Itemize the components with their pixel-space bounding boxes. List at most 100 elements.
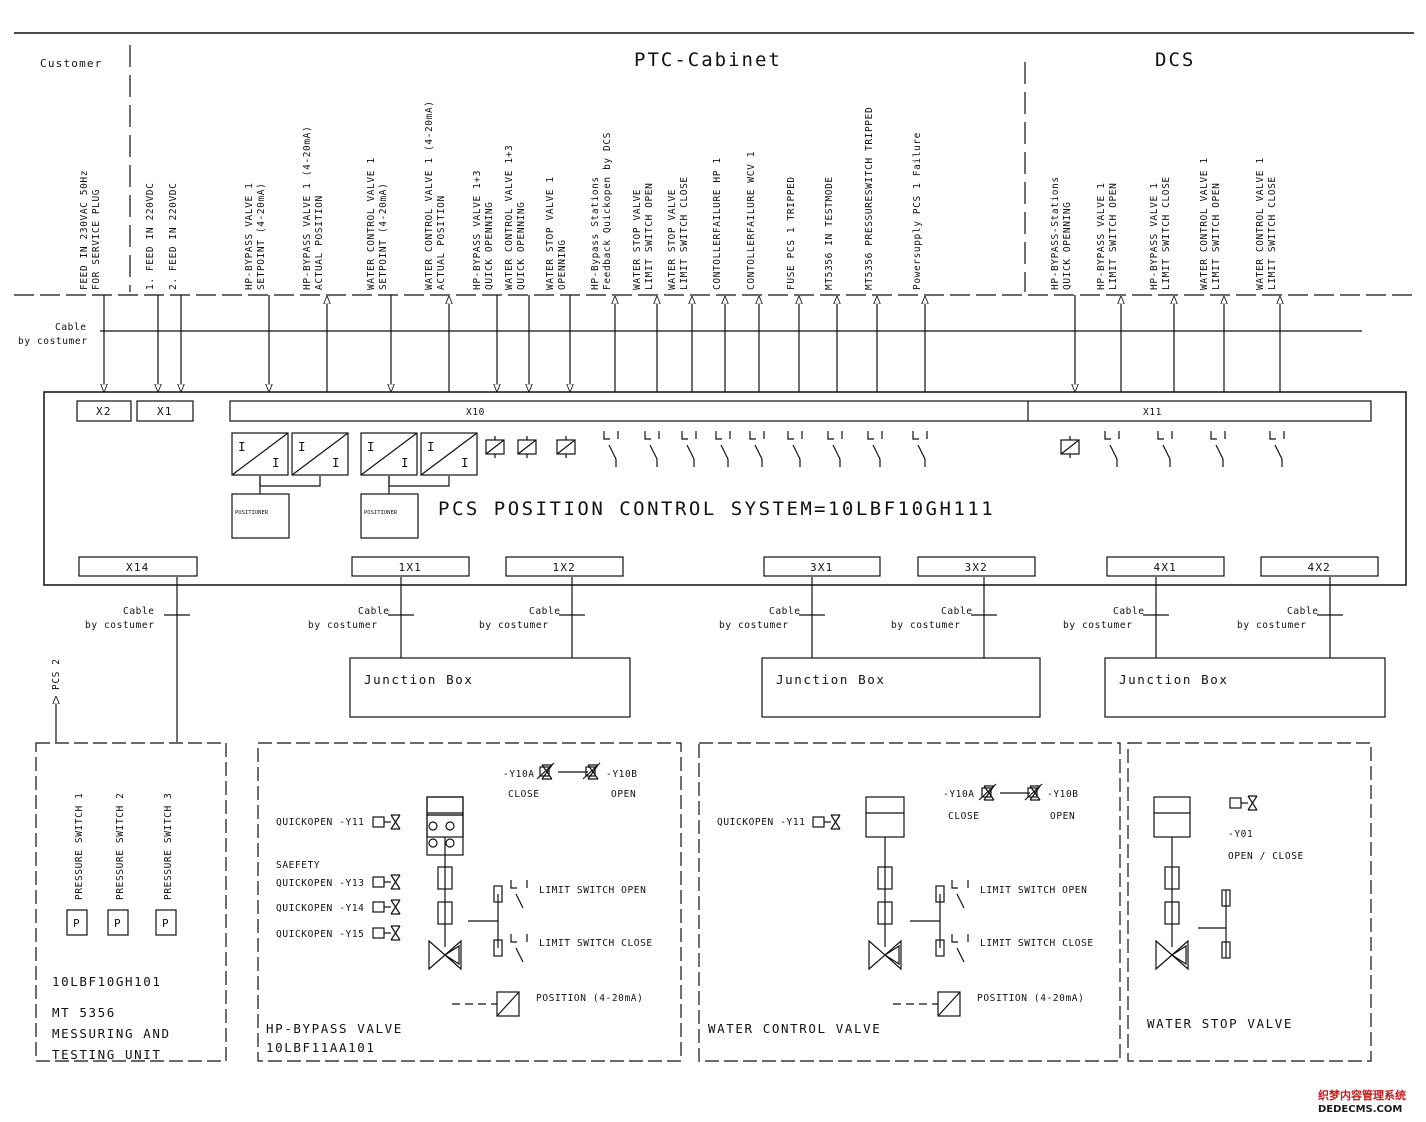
limit-sensor bbox=[935, 939, 945, 957]
converter-box bbox=[420, 432, 478, 476]
valve-drawing-group bbox=[372, 762, 1258, 1017]
pressure-switch-symbol: P bbox=[114, 917, 122, 930]
cable-label: by costumer bbox=[479, 620, 549, 631]
pcs-title: PCS POSITION CONTROL SYSTEM bbox=[438, 498, 814, 520]
signal-label: FOR SERVICE PLUG bbox=[91, 189, 102, 290]
contact-blade bbox=[872, 444, 881, 460]
valve-small-icon bbox=[541, 764, 553, 780]
bottom-terminal-group: X14 1X1 1X2 3X1 3X2 4X1 4X2 bbox=[78, 556, 1379, 577]
valve-body-icon bbox=[1155, 939, 1189, 971]
hp-ls-open: LIMIT SWITCH OPEN bbox=[539, 885, 646, 896]
signal-label: LIMIT SWITCH CLOSE bbox=[1267, 176, 1278, 290]
signal-label: ACTUAL POSITION bbox=[314, 195, 325, 290]
junction-box bbox=[1104, 657, 1386, 718]
limit-contact bbox=[510, 880, 517, 889]
signal-label: HP-BYPASS VALVE 1 bbox=[244, 183, 255, 290]
signal-label: MT5356 IN TESTMODE bbox=[824, 176, 835, 290]
pressure-switch-label: PRESSURE SWITCH 1 bbox=[74, 793, 85, 900]
contact-terminal bbox=[749, 431, 756, 440]
mt-unit-tag: 10LBF10GH101 bbox=[52, 974, 162, 989]
hp-cylinder-port bbox=[428, 821, 438, 831]
positioner-2 bbox=[360, 493, 419, 539]
wsv-limit-sensor bbox=[1221, 941, 1231, 959]
signal-label: 2. FEED IN 220VDC bbox=[168, 183, 179, 290]
bottom-terminal-label: 3X1 bbox=[810, 561, 833, 574]
solenoid-y14 bbox=[372, 901, 385, 913]
bottom-terminal-label: X14 bbox=[126, 561, 149, 574]
valve-actuator-triangle bbox=[1170, 944, 1187, 966]
valve-small-icon bbox=[1029, 785, 1041, 801]
contact-blade bbox=[1215, 444, 1224, 460]
limit-sensor bbox=[493, 885, 503, 903]
junction-box-label: Junction Box bbox=[1119, 672, 1229, 687]
hp-y10b: -Y10B bbox=[606, 769, 638, 780]
signal-label: LIMIT SWITCH CLOSE bbox=[1161, 176, 1172, 290]
stem-coupling bbox=[437, 901, 453, 925]
bottom-terminal-label: 3X2 bbox=[965, 561, 988, 574]
bottom-terminal bbox=[1106, 556, 1225, 577]
hp-bypass-unit-box bbox=[257, 742, 682, 1062]
valve-small-icon bbox=[390, 925, 401, 941]
converter-label: I bbox=[238, 439, 247, 454]
signal-label: FUSE PCS 1 TRIPPED bbox=[786, 176, 797, 290]
contact-terminal bbox=[1269, 431, 1276, 440]
signal-label: WATER CONTROL VALVE 1 (4-20mA) bbox=[424, 100, 435, 290]
cable-label: Cable bbox=[1113, 606, 1145, 617]
contact-blade bbox=[686, 444, 695, 460]
limit-contact bbox=[951, 880, 958, 889]
bottom-terminal-label: 4X1 bbox=[1154, 561, 1177, 574]
positioner-2-label: POSITIONER bbox=[364, 510, 398, 516]
signal-label: WATER STOP VALVE bbox=[667, 189, 678, 290]
pressure-switch-label: PRESSURE SWITCH 2 bbox=[115, 793, 126, 900]
cable-label: Cable bbox=[529, 606, 561, 617]
solenoid-y11 bbox=[812, 816, 825, 828]
bottom-terminal-label: 1X1 bbox=[399, 561, 422, 574]
converter-diagonal bbox=[291, 432, 349, 476]
hp-qo-y13: QUICKOPEN -Y13 bbox=[276, 878, 364, 889]
actuator-body bbox=[865, 796, 905, 838]
stem-coupling bbox=[437, 866, 453, 890]
signal-label: HP-BYPASS-Stations bbox=[1050, 176, 1061, 290]
wcv-y10b: -Y10B bbox=[1047, 789, 1079, 800]
signal-label: SETPOINT (4-20mA) bbox=[378, 183, 389, 290]
contact-blade bbox=[720, 444, 729, 460]
relay-coil-diagonal bbox=[517, 439, 537, 455]
hp-qo-y11: QUICKOPEN -Y11 bbox=[276, 817, 364, 828]
bottom-terminal-label: 1X2 bbox=[553, 561, 576, 574]
limit-contact-blade bbox=[956, 947, 965, 963]
hp-y10a: -Y10A bbox=[503, 769, 535, 780]
contact-terminal bbox=[1104, 431, 1111, 440]
header-ptc-cabinet: PTC-Cabinet bbox=[634, 49, 782, 71]
contact-blade bbox=[1109, 444, 1118, 460]
hp-qo-y14: QUICKOPEN -Y14 bbox=[276, 903, 364, 914]
hp-position: POSITION (4-20mA) bbox=[536, 993, 643, 1004]
bottom-terminal-label: 4X2 bbox=[1308, 561, 1331, 574]
signal-label: ACTUAL POSITION bbox=[436, 195, 447, 290]
cable-label: Cable bbox=[941, 606, 973, 617]
contact-terminal bbox=[912, 431, 919, 440]
proportional-arrow bbox=[536, 762, 555, 780]
cable-label: by costumer bbox=[18, 336, 88, 347]
signal-label: WATER STOP VALVE 1 bbox=[545, 176, 556, 290]
hp-safety: SAEFETY bbox=[276, 860, 320, 871]
cable-label: Cable bbox=[1287, 606, 1319, 617]
valve-small-icon bbox=[1247, 795, 1258, 811]
contact-terminal bbox=[603, 431, 610, 440]
valve-small-icon bbox=[587, 764, 599, 780]
signal-label: CONTOLLERFAILURE WCV 1 bbox=[746, 151, 757, 290]
stem-coupling bbox=[877, 901, 893, 925]
contact-terminal bbox=[867, 431, 874, 440]
converter-label: I bbox=[367, 439, 376, 454]
proportional-coil bbox=[539, 766, 550, 777]
signal-label: 1. FEED IN 220VDC bbox=[145, 183, 156, 290]
converter-label: I bbox=[332, 455, 341, 470]
wsv-limit-sensor bbox=[1221, 889, 1231, 907]
stem-coupling bbox=[1164, 901, 1180, 925]
terminal-x1-label: X1 bbox=[157, 405, 173, 418]
solenoid-y15 bbox=[372, 927, 385, 939]
converter-diagonal bbox=[231, 432, 289, 476]
signal-label: QUICK OPENNING bbox=[484, 202, 495, 290]
